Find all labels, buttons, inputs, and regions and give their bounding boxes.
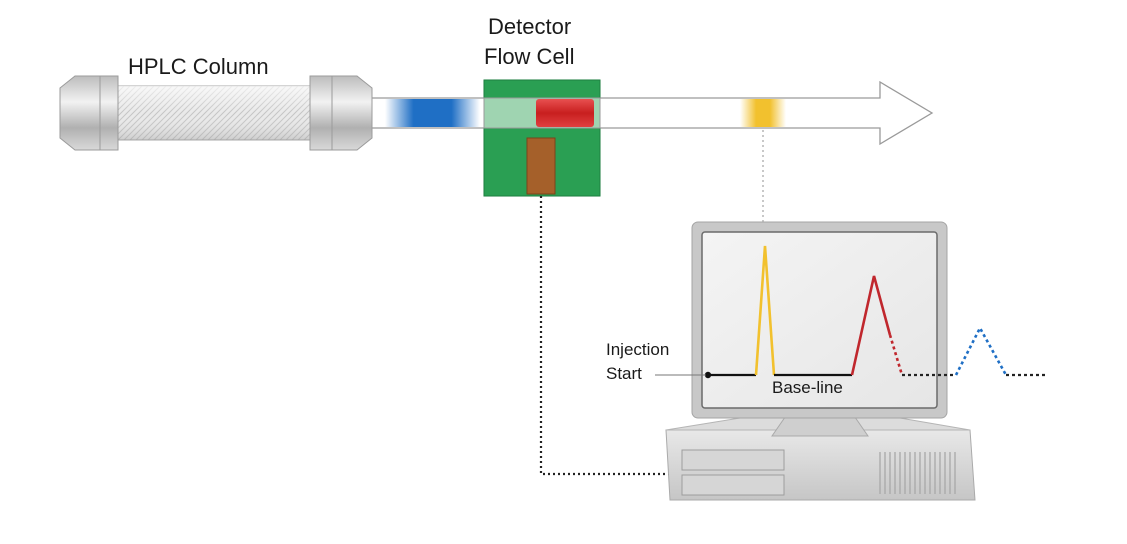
red-peak xyxy=(850,275,892,376)
red-sample-band xyxy=(536,99,594,127)
detector-label-line1: Detector xyxy=(488,14,572,39)
chromatogram xyxy=(704,245,1046,379)
baseline-label: Base-line xyxy=(772,378,843,397)
yellow-sample-band xyxy=(740,99,786,127)
detector-sensor xyxy=(526,137,556,195)
column-label: HPLC Column xyxy=(128,54,269,79)
signal-cable xyxy=(539,196,680,476)
injection-label-line2: Start xyxy=(606,364,642,383)
blue-sample-band xyxy=(385,99,480,127)
injection-label-line1: Injection xyxy=(606,340,670,359)
hplc-column xyxy=(59,75,373,151)
yellow-peak xyxy=(754,245,776,376)
blue-peak xyxy=(954,325,1008,376)
detector-flow-cell xyxy=(483,79,601,197)
injection-point xyxy=(704,371,712,379)
flow-arrow xyxy=(369,80,934,146)
detector-label-line2: Flow Cell xyxy=(484,44,575,69)
